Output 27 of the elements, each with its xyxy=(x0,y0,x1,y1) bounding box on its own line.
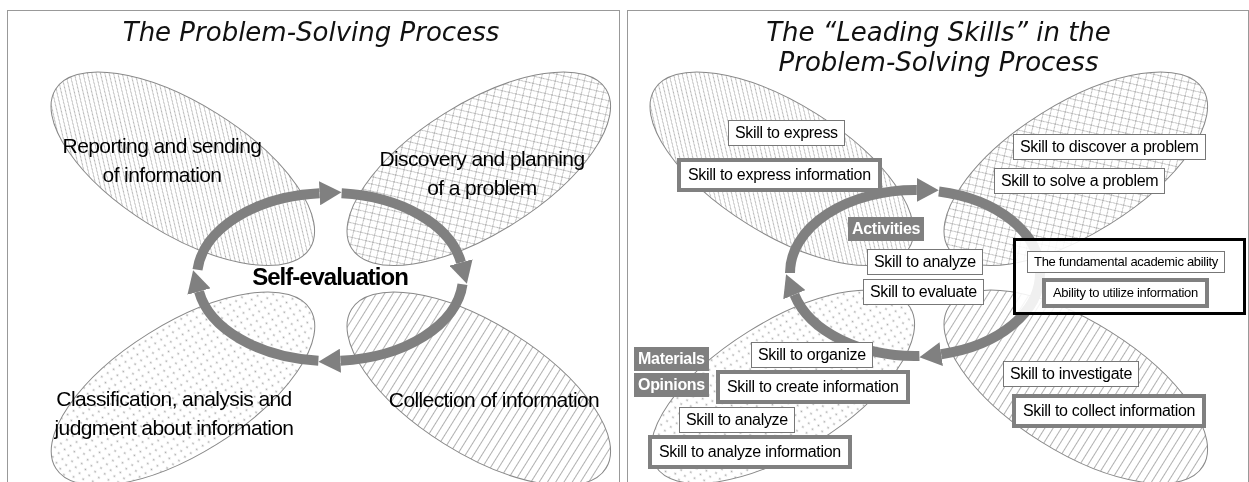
skill-box: Skill to analyze information xyxy=(648,435,852,469)
category-tag: Opinions xyxy=(634,373,709,397)
panel xyxy=(627,10,1249,482)
skill-box: Skill to create information xyxy=(716,370,910,404)
panel-title: The “Leading Skills” in the Problem-Solving Process xyxy=(765,17,1112,77)
skill-box: Skill to analyze xyxy=(867,249,983,275)
skill-box: Skill to express xyxy=(728,120,845,146)
category-tag: Activities xyxy=(848,217,925,241)
stage-label: Reporting and sending of information xyxy=(61,133,263,188)
stage-label: Discovery and planning of a problem xyxy=(378,146,586,201)
skill-box: Skill to analyze xyxy=(679,407,795,433)
skill-box: Skill to investigate xyxy=(1003,361,1140,387)
panel-title: The Problem-Solving Process xyxy=(121,17,501,47)
stage-label: Classification, analysis and judgment about information xyxy=(53,386,295,441)
skill-box: The fundamental academic ability xyxy=(1027,251,1226,273)
category-tag: Materials xyxy=(634,347,709,371)
skill-box: Skill to discover a problem xyxy=(1013,134,1206,160)
skill-box: Skill to solve a problem xyxy=(994,168,1166,194)
skill-box: Skill to express information xyxy=(677,158,882,192)
skill-box: Ability to utilize information xyxy=(1042,278,1209,308)
center-label: Self-evaluation xyxy=(230,263,430,291)
skill-box: Skill to organize xyxy=(751,342,873,368)
skill-box: Skill to evaluate xyxy=(863,279,984,305)
stage-label: Collection of information xyxy=(387,387,601,413)
panel xyxy=(7,10,620,482)
frame-box xyxy=(1013,238,1246,315)
skill-box: Skill to collect information xyxy=(1012,394,1207,428)
